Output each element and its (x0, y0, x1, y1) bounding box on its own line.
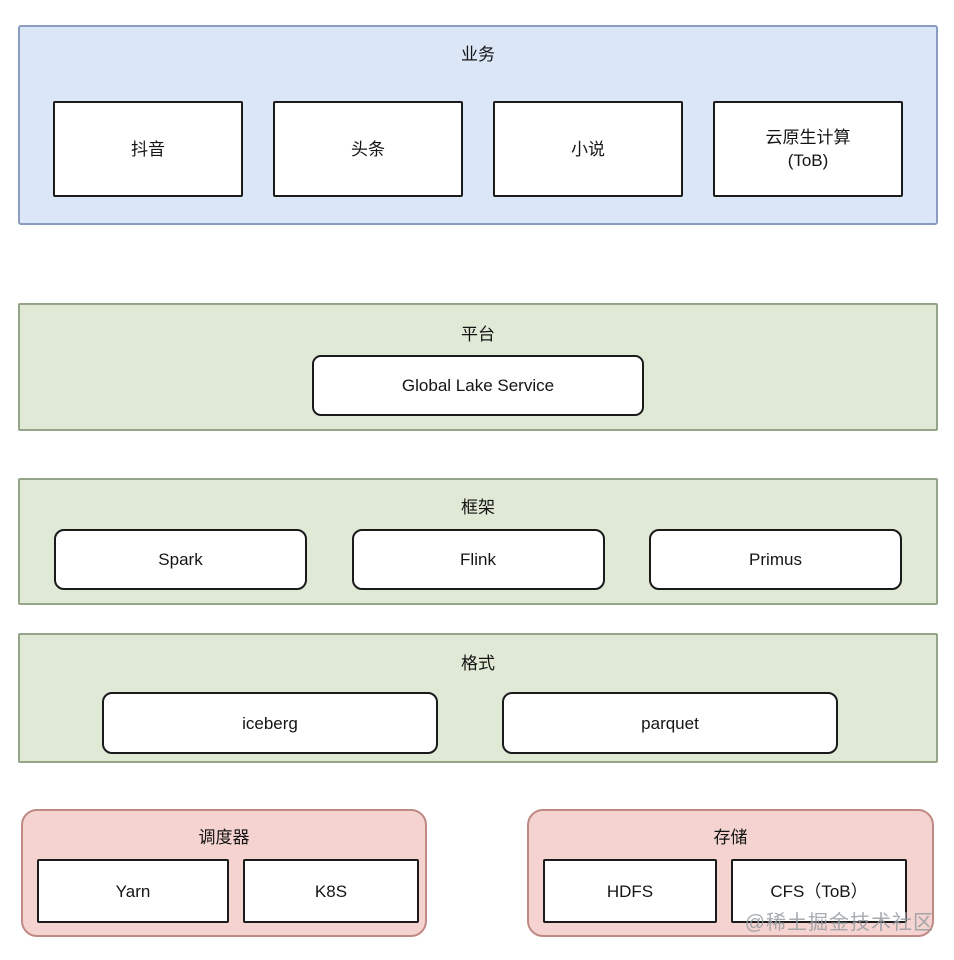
node-hdfs: HDFS (543, 859, 717, 923)
node-label: 头条 (351, 139, 385, 159)
node-label: Yarn (115, 881, 151, 901)
node-xiaoshuo: 小说 (493, 101, 683, 197)
node-sublabel: (ToB) (787, 151, 829, 170)
layer-title-format: 格式 (461, 654, 495, 673)
layer-business: 业务 抖音 头条 小说 云原生计算 (ToB) (18, 25, 938, 225)
layer-title-scheduler: 调度器 (198, 828, 250, 847)
layer-title-storage: 存储 (713, 828, 748, 847)
node-toutiao: 头条 (273, 101, 463, 197)
layer-title-platform: 平台 (461, 325, 495, 344)
layer-title-business: 业务 (461, 45, 495, 64)
node-spark: Spark (54, 529, 307, 590)
layer-title-framework: 框架 (461, 498, 495, 517)
format-node-row: iceberg parquet (20, 692, 936, 754)
layer-framework: 框架 Spark Flink Primus (18, 478, 938, 605)
node-primus: Primus (649, 529, 902, 590)
node-label: K8S (314, 881, 348, 901)
node-global-lake-service: Global Lake Service (312, 355, 644, 416)
node-label: Primus (749, 550, 802, 569)
node-flink: Flink (351, 529, 605, 590)
scheduler-node-row: Yarn K8S (23, 859, 425, 923)
node-label: HDFS (606, 881, 654, 901)
node-parquet: parquet (502, 692, 838, 754)
node-label: Flink (460, 550, 496, 569)
node-label: CFS（ToB） (770, 881, 868, 901)
storage-node-row: HDFS CFS（ToB） (529, 859, 932, 923)
node-label: 云原生计算 (765, 128, 851, 147)
node-k8s: K8S (243, 859, 419, 923)
framework-node-row: Spark Flink Primus (20, 529, 936, 590)
node-label: iceberg (242, 713, 298, 733)
layer-platform: 平台 Global Lake Service (18, 303, 938, 431)
layer-storage: 存储 HDFS CFS（ToB） (527, 809, 934, 937)
node-label: 小说 (571, 139, 605, 159)
node-iceberg: iceberg (102, 692, 438, 754)
node-label: Spark (158, 550, 203, 569)
node-douyin: 抖音 (53, 101, 243, 197)
node-cfs-tob: CFS（ToB） (731, 859, 907, 923)
node-label: 抖音 (131, 139, 165, 159)
layer-scheduler: 调度器 Yarn K8S (21, 809, 427, 937)
watermark: @稀土掘金技术社区 (744, 912, 934, 934)
node-label: parquet (641, 713, 699, 733)
node-label: Global Lake Service (401, 376, 555, 395)
layer-format: 格式 iceberg parquet (18, 633, 938, 763)
node-yarn: Yarn (37, 859, 229, 923)
node-cloud-native-tob: 云原生计算 (ToB) (713, 101, 903, 197)
business-node-row: 抖音 头条 小说 云原生计算 (ToB) (20, 101, 936, 197)
